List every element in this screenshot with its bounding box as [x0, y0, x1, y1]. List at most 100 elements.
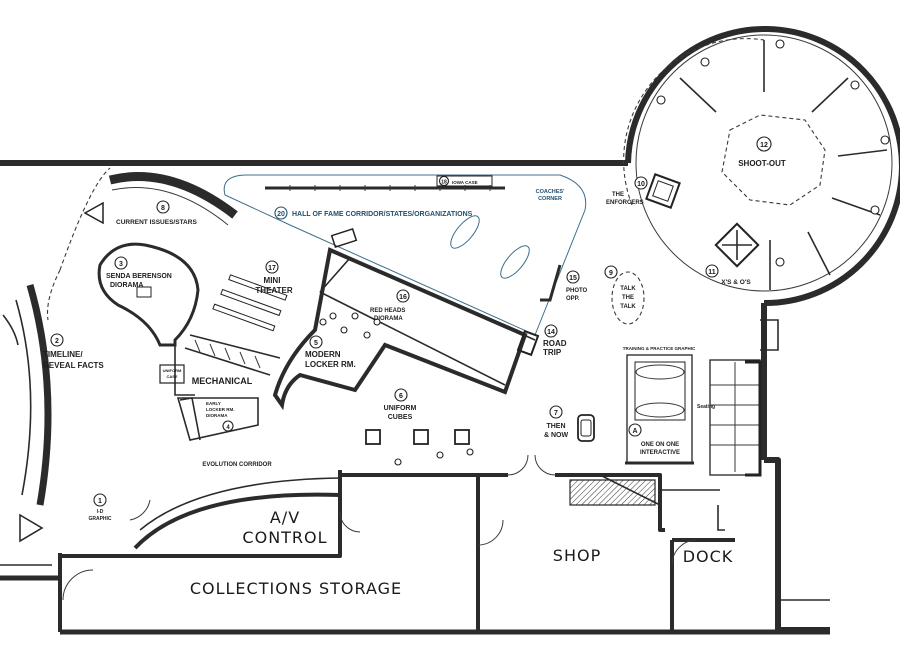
svg-text:ONE ON ONE: ONE ON ONE [641, 442, 679, 448]
exhibit-2: 2 TIMELINE/ REVEAL FACTS [43, 333, 104, 370]
svg-text:ROAD: ROAD [543, 339, 567, 348]
svg-text:THE: THE [622, 295, 634, 301]
exhibit-13: UNIFORM CASE [163, 368, 182, 379]
room-label-av-control-1: A/V [270, 508, 300, 527]
exterior-walls [0, 26, 900, 635]
svg-text:CUBES: CUBES [388, 414, 413, 421]
exhibit-10-label: THE ENFORCERS [606, 192, 644, 206]
svg-text:I-D: I-D [97, 509, 104, 515]
svg-text:10: 10 [637, 181, 645, 188]
room-label-evolution-corridor: EVOLUTION CORRIDOR [202, 462, 272, 468]
svg-text:UNIFORM: UNIFORM [163, 368, 182, 373]
coaches-corner-line2: CORNER [538, 196, 562, 202]
svg-text:8: 8 [161, 205, 165, 212]
svg-text:6: 6 [399, 393, 403, 400]
svg-text:X'S & O'S: X'S & O'S [721, 279, 751, 286]
exhibit-14: 14 ROAD TRIP [543, 324, 567, 357]
svg-text:DIORAMA: DIORAMA [206, 413, 228, 418]
uniform-cubes [365, 429, 474, 466]
exhibit-16: 16 RED HEADS DIORAMA [370, 289, 410, 322]
room-label-collections-storage: COLLECTIONS STORAGE [190, 579, 402, 598]
central-island [272, 227, 540, 411]
senda-berenson-diorama [97, 242, 200, 347]
svg-text:7: 7 [554, 410, 558, 417]
svg-text:TALK: TALK [620, 286, 636, 292]
exhibit-18: 18 IOWA CASE [438, 175, 478, 187]
svg-text:14: 14 [547, 329, 555, 336]
svg-text:A: A [632, 428, 637, 435]
shoot-out-rotunda: 12 SHOOT-OUT 10 11 [623, 34, 893, 292]
svg-text:SENDA BERENSON: SENDA BERENSON [106, 273, 172, 280]
svg-text:& NOW: & NOW [544, 432, 569, 439]
exhibit-3: 3 SENDA BERENSON DIORAMA [106, 256, 172, 289]
exhibit-5: 5 MODERN LOCKER RM. [305, 335, 356, 369]
svg-text:1: 1 [98, 498, 102, 505]
exhibit-1: 1 I-D GRAPHIC [88, 493, 112, 522]
svg-text:THEATER: THEATER [255, 286, 292, 295]
hall-of-fame-corridor [223, 174, 587, 336]
svg-text:11: 11 [708, 269, 716, 276]
mini-theater-benches [212, 274, 288, 332]
current-issues-case [108, 172, 238, 226]
svg-text:DIORAMA: DIORAMA [374, 316, 403, 322]
room-label-av-control-2: CONTROL [242, 528, 327, 547]
exhibit-17: 17 MINI THEATER [255, 260, 293, 295]
svg-text:16: 16 [399, 294, 407, 301]
exhibit-20: 20 HALL OF FAME CORRIDOR/STATES/ORGANIZA… [274, 206, 473, 220]
svg-text:17: 17 [268, 265, 276, 272]
svg-text:18: 18 [441, 180, 447, 186]
svg-text:2: 2 [55, 338, 59, 345]
svg-text:INTERACTIVE: INTERACTIVE [640, 450, 680, 456]
svg-text:DIORAMA: DIORAMA [110, 282, 143, 289]
svg-text:TALK: TALK [620, 304, 636, 310]
svg-text:IOWA CASE: IOWA CASE [452, 180, 478, 185]
svg-text:MINI: MINI [264, 276, 281, 285]
room-label-shop: SHOP [553, 546, 601, 565]
room-label-dock: DOCK [683, 547, 734, 566]
svg-text:9: 9 [609, 270, 613, 277]
svg-text:5: 5 [314, 340, 318, 347]
exhibit-4: 4 EARLY LOCKER RM. DIORAMA [206, 401, 235, 432]
svg-text:ENFORCERS: ENFORCERS [606, 200, 644, 206]
seating-label: Seating [697, 404, 715, 410]
svg-text:15: 15 [569, 275, 577, 282]
enforcers-table: 10 [634, 173, 681, 209]
exhibit-6: 6 UNIFORM CUBES [384, 388, 417, 421]
svg-text:MODERN: MODERN [305, 350, 341, 359]
svg-text:3: 3 [119, 261, 123, 268]
training-graphic-label: TRAINING & PRACTICE GRAPHIC [623, 346, 696, 351]
then-and-now-kiosk [577, 414, 595, 442]
svg-text:TRIP: TRIP [543, 348, 562, 357]
svg-text:PHOTO: PHOTO [566, 288, 588, 294]
xs-and-os-table: 11 [705, 222, 760, 278]
mechanical-block [159, 334, 281, 441]
coaches-corner-line1: COACHES' [536, 189, 566, 195]
svg-text:HALL OF FAME CORRIDOR/STATES/O: HALL OF FAME CORRIDOR/STATES/ORGANIZATIO… [292, 211, 473, 218]
svg-text:CURRENT ISSUES/STARS: CURRENT ISSUES/STARS [116, 219, 197, 226]
svg-text:EARLY: EARLY [206, 401, 221, 406]
svg-text:REVEAL FACTS: REVEAL FACTS [43, 361, 104, 370]
svg-text:LOCKER RM.: LOCKER RM. [305, 360, 356, 369]
exhibit-15: 15 PHOTO OPP. [566, 270, 588, 302]
svg-text:TIMELINE/: TIMELINE/ [43, 350, 83, 359]
room-label-shoot-out: SHOOT-OUT [738, 159, 786, 168]
svg-text:THEN: THEN [546, 423, 565, 430]
exhibit-a: A ONE ON ONE INTERACTIVE [628, 423, 680, 456]
svg-text:12: 12 [760, 142, 768, 149]
svg-text:UNIFORM: UNIFORM [384, 405, 417, 412]
svg-text:20: 20 [277, 211, 285, 218]
svg-text:THE: THE [612, 192, 624, 198]
exhibit-7: 7 THEN & NOW [544, 405, 569, 439]
exhibit-9: 9 TALK THE TALK [604, 265, 645, 325]
exhibit-11-label: X'S & O'S [721, 279, 751, 286]
svg-text:LOCKER RM.: LOCKER RM. [206, 407, 235, 412]
svg-text:4: 4 [226, 425, 230, 431]
exhibit-8: 8 CURRENT ISSUES/STARS [116, 200, 197, 226]
svg-text:RED HEADS: RED HEADS [370, 308, 405, 314]
interior-walls [60, 319, 830, 632]
svg-text:GRAPHIC: GRAPHIC [88, 516, 111, 522]
timeline-wall [2, 167, 111, 543]
svg-text:CASE: CASE [166, 374, 177, 379]
room-label-mechanical: MECHANICAL [192, 376, 253, 386]
